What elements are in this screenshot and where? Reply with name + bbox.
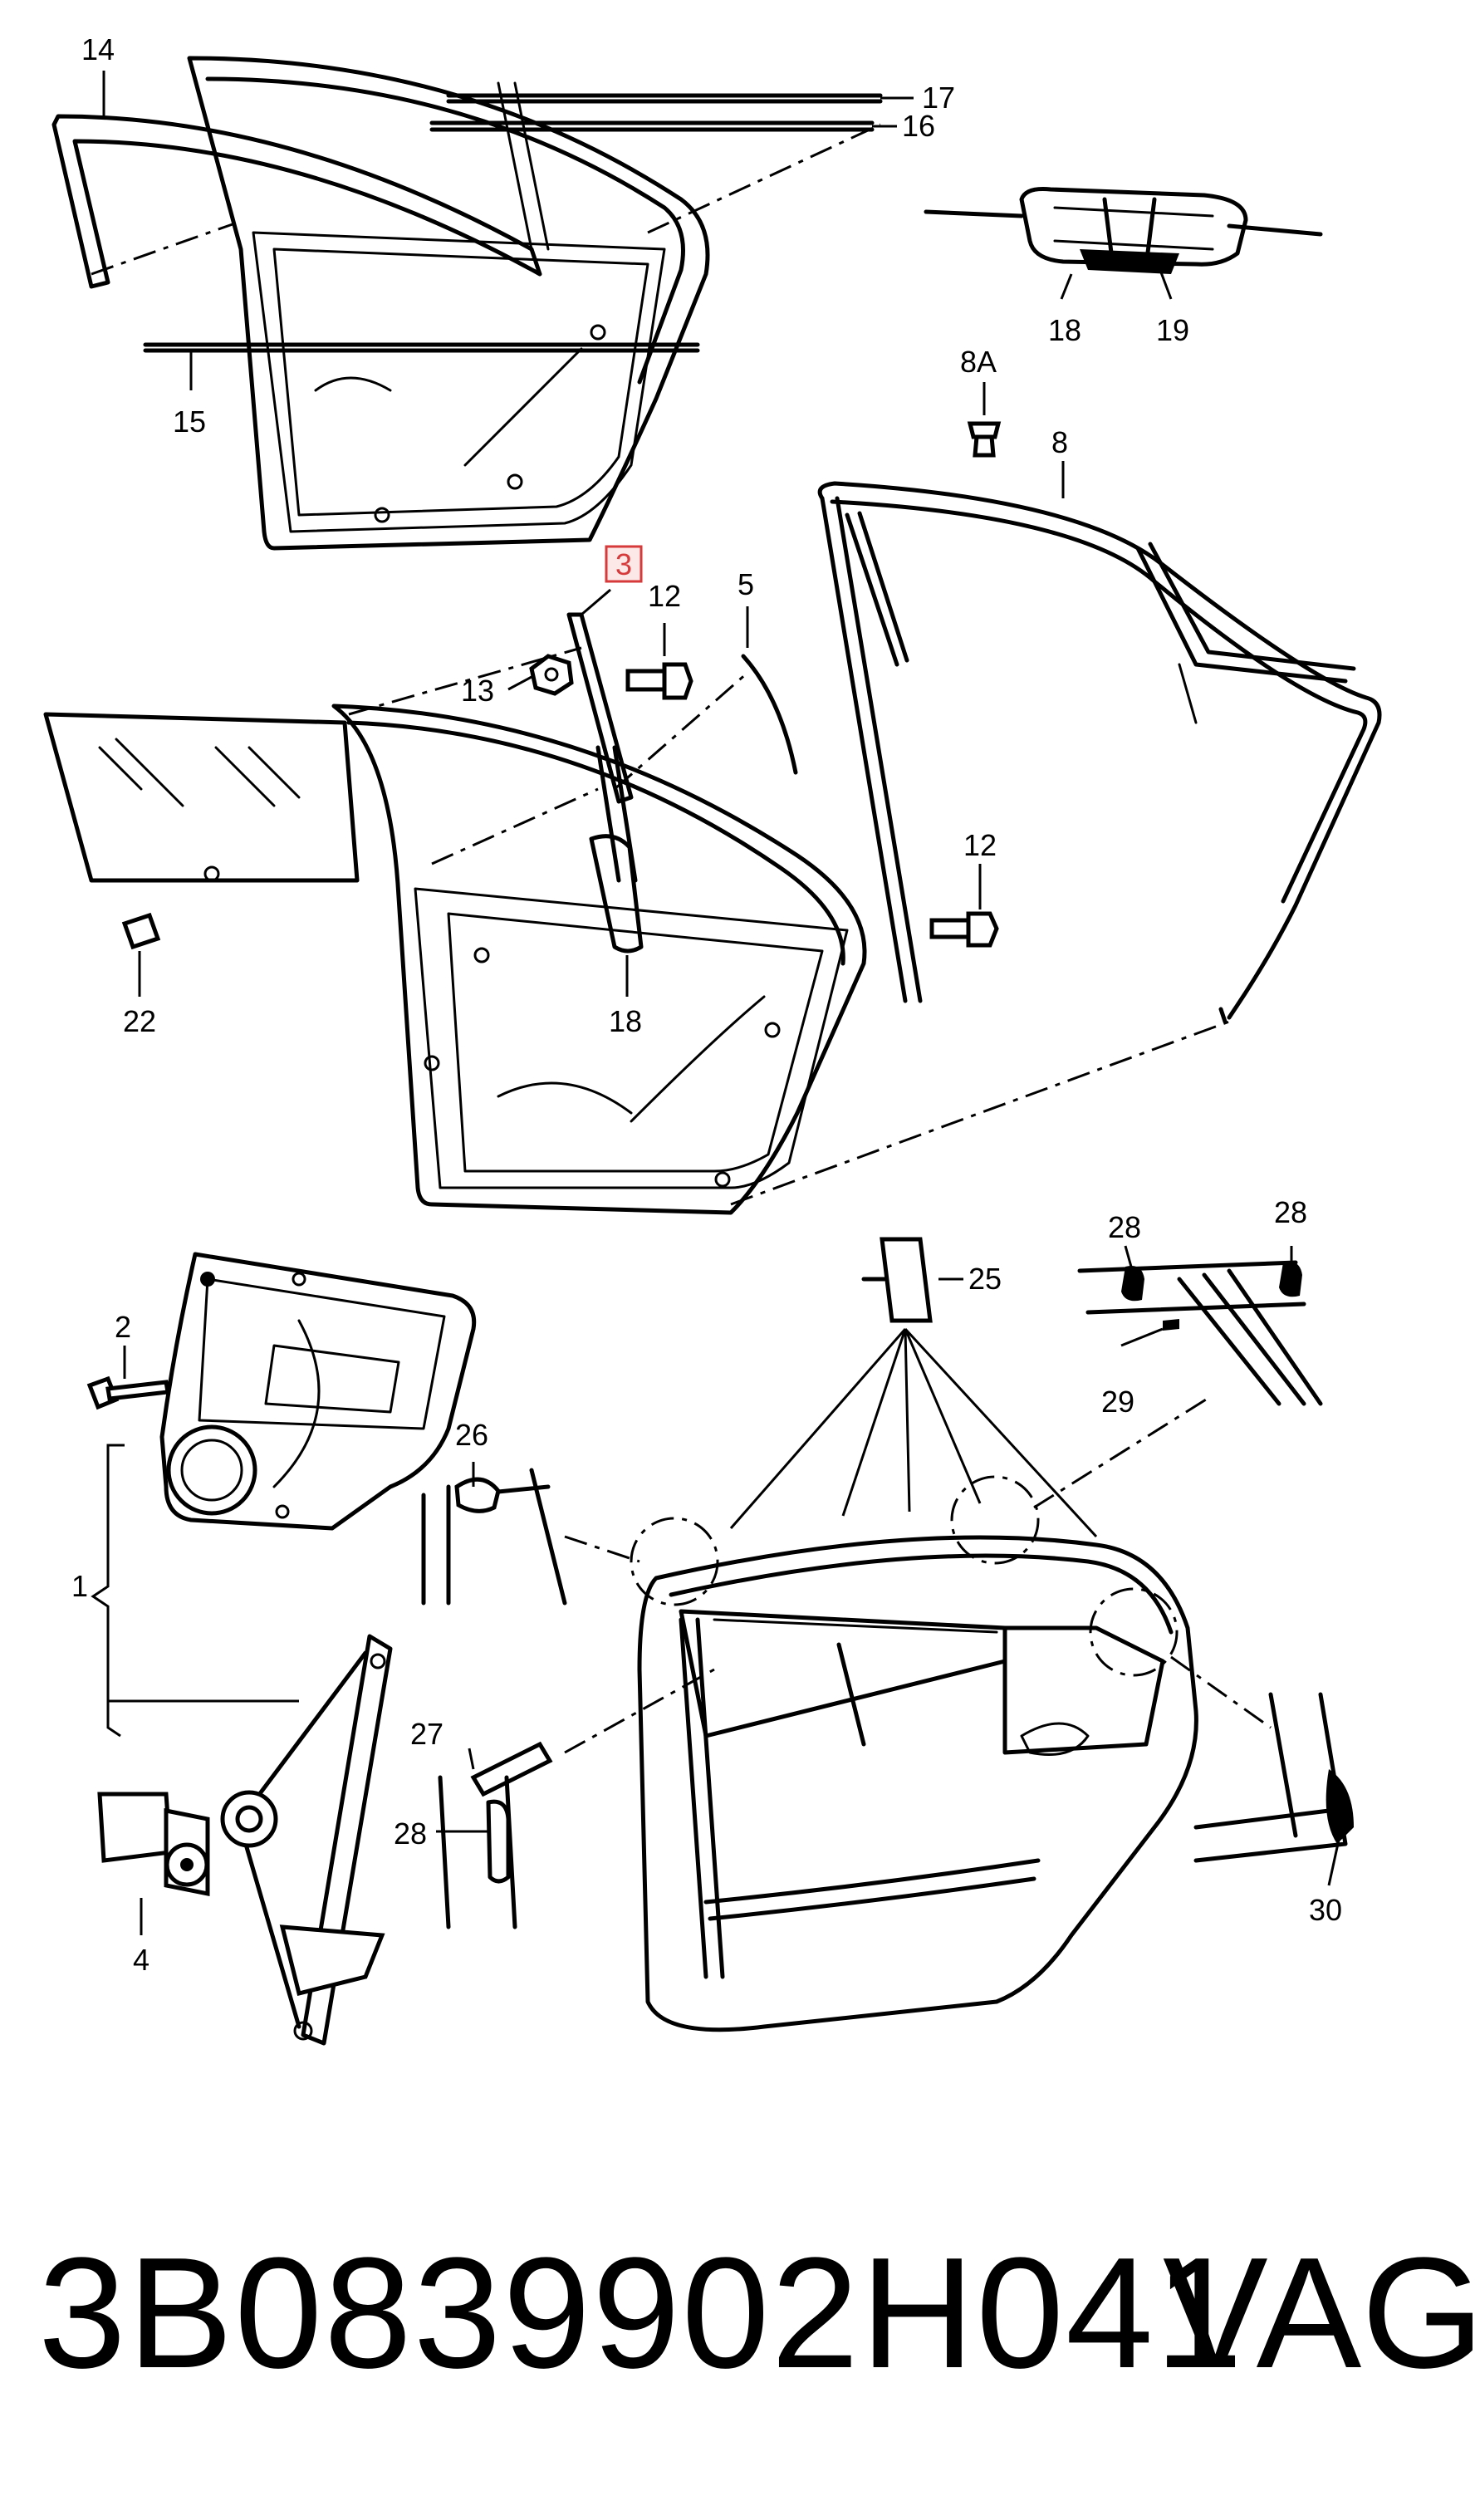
callout-30: 30: [1309, 1893, 1342, 1927]
callout-1: 1: [71, 1569, 88, 1603]
exploded-parts-diagram: 14 17 16 15 18 19 8A 8 3 12 5 13 22 18 1…: [43, 32, 1382, 2046]
door-shell-top: [187, 56, 710, 551]
callout-4: 4: [133, 1943, 149, 1977]
callout-labels: 14 17 16 15 18 19 8A 8 3 12 5 13 22 18 1…: [71, 32, 1342, 1977]
callout-15: 15: [173, 404, 206, 439]
leader-dash-lower: [564, 1394, 1272, 1754]
window-seal-14: [51, 114, 542, 289]
callout-27: 27: [410, 1717, 443, 1751]
leader-fan-25: [729, 1327, 1098, 1538]
callout-leaders: [102, 71, 1340, 1935]
seal-5: [741, 654, 798, 775]
callout-17: 17: [922, 81, 955, 115]
clip-8A: [967, 421, 1002, 458]
callout-28-c: 28: [394, 1816, 427, 1851]
door-seal-8: [817, 481, 1382, 1024]
callout-18-clip: 18: [1048, 313, 1081, 347]
nut-13: [529, 654, 574, 696]
door-lower: [637, 1535, 1198, 2032]
callout-2: 2: [115, 1310, 131, 1344]
plug-22: [121, 912, 161, 950]
leader-dash-middle: [348, 646, 1230, 1206]
callout-16: 16: [902, 109, 935, 143]
callout-3: 3: [615, 547, 632, 581]
callout-25: 25: [968, 1262, 1002, 1296]
pillar-30: [1193, 1692, 1354, 1863]
callout-28-a: 28: [1108, 1210, 1141, 1244]
callout-18-mid: 18: [609, 1004, 642, 1038]
callout-28-b: 28: [1274, 1195, 1307, 1229]
callout-13: 13: [461, 674, 494, 708]
clip-detail-18-19: [924, 187, 1323, 274]
window-glass-22: [43, 712, 360, 883]
trim-25: [861, 1237, 933, 1323]
strip-18-middle: [589, 834, 644, 954]
callout-22: 22: [123, 1004, 156, 1038]
regulator-arm: [220, 1634, 393, 2046]
part-number: 3B0839902H041: [38, 2225, 1245, 2401]
bolt-12-top: [625, 662, 693, 700]
bolt-12-middle: [929, 911, 999, 948]
callout-19: 19: [1156, 313, 1189, 347]
brand-label: VAG: [1163, 2225, 1475, 2401]
trim-strip-17: [446, 93, 883, 104]
seal-detail-28-29: [1077, 1260, 1323, 1406]
trim-strip-15: [143, 342, 700, 353]
strip-27-28: [438, 1741, 553, 1929]
callout-12-top: 12: [648, 579, 681, 613]
detail-circles: [630, 1475, 1179, 1677]
callout-26: 26: [455, 1418, 488, 1452]
door-shell-middle: [331, 704, 867, 1215]
trim-3: [566, 612, 634, 804]
motor-4: [97, 1792, 210, 1897]
callout-8: 8: [1051, 425, 1068, 459]
highlight-box-3: [605, 545, 643, 583]
pillar-26: [421, 1468, 567, 1606]
callout-5: 5: [738, 567, 754, 601]
callout-12-mid: 12: [963, 828, 997, 862]
bracket-1: [91, 1444, 299, 1738]
callout-29: 29: [1101, 1385, 1134, 1419]
bolt-2: [86, 1375, 170, 1410]
trim-strip-16: [429, 120, 875, 132]
callout-14: 14: [81, 32, 115, 66]
leader-dash-top: [91, 123, 881, 276]
regulator-panel: [159, 1252, 477, 1531]
callout-8A: 8A: [960, 345, 997, 379]
